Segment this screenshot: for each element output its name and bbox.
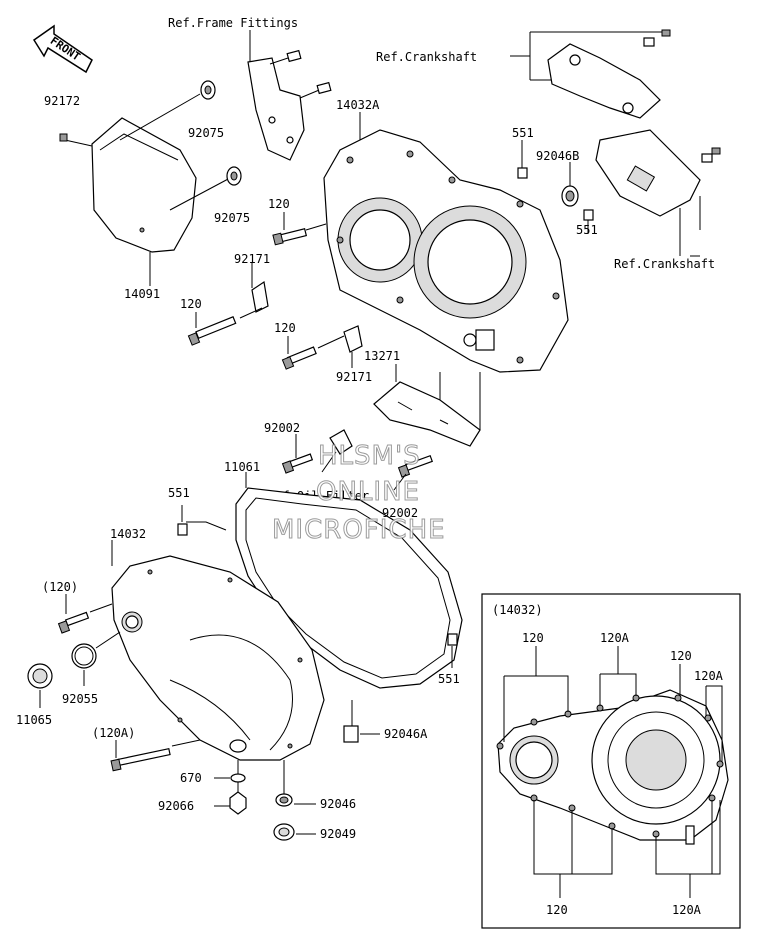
label-11065: 11065 [16,713,52,727]
ref-frame-fittings-label: Ref.Frame Fittings [168,16,298,30]
washer-670 [230,773,246,783]
ref-crankshaft-right-label: Ref.Crankshaft [614,257,715,271]
label-92046: 92046 [320,797,356,811]
label-92075-b: 92075 [214,211,250,225]
label-11061: 11061 [224,460,260,474]
filter-fitting [321,429,353,473]
label-92046B: 92046B [536,149,579,163]
grommet-92075-upper [200,80,216,100]
label-551-b: 551 [576,223,598,237]
cap-11065 [27,663,53,689]
label-551-c: 551 [168,486,190,500]
ref-crankshaft-top-label: Ref.Crankshaft [376,50,477,64]
bolt-92002-b [397,454,434,478]
label-92172: 92172 [44,94,80,108]
bolt-120-b [187,316,237,346]
label-92171-b: 92171 [336,370,372,384]
label-120-c: 120 [274,321,296,335]
inset-label-120A-a: 120A [600,631,630,645]
label-120A-paren: (120A) [92,726,135,740]
label-92046A: 92046A [384,727,428,741]
bolt-120-c [281,346,317,370]
bolt-92002-a [281,453,314,474]
clamp-92171-a [251,280,269,313]
crankshaft-ref-part-top [547,29,671,119]
front-arrow-icon: FRONT [32,24,93,74]
label-92066: 92066 [158,799,194,813]
bearing-92046B [561,185,579,207]
label-92002-a: 92002 [264,421,300,435]
label-13271: 13271 [364,349,400,363]
outer-cover-14091 [91,117,197,253]
dowel-551-right [583,209,594,221]
inset-label-120A-bottom: 120A [672,903,702,917]
dowel-551-upper [517,167,528,179]
clamp-92171-b [343,325,363,353]
label-92075-a: 92075 [188,126,224,140]
plate-13271 [373,381,481,447]
label-14032A: 14032A [336,98,380,112]
watermark: HLSM'S ONLINE MICROFICHE [272,441,446,546]
inset-label-120A-b: 120A [694,669,724,683]
drain-plug-92066 [229,791,247,815]
inner-cover-14032A [323,129,569,373]
label-14091: 14091 [124,287,160,301]
oil-seal-92049 [273,823,295,841]
label-92171-a: 92171 [234,252,270,266]
frame-fitting-bracket [247,49,332,161]
dowel-551-left [177,523,188,536]
inset-label-120-b: 120 [670,649,692,663]
bearing-92046 [275,793,293,807]
svg-text:HLSM'S: HLSM'S [318,441,421,471]
bolt-120A-long [110,747,171,772]
svg-text:ONLINE: ONLINE [316,477,420,507]
grommet-92075-lower [226,166,242,186]
crankshaft-ref-part-right [595,129,721,217]
label-14032: 14032 [110,527,146,541]
label-92055: 92055 [62,692,98,706]
inset-label-120-a: 120 [522,631,544,645]
label-670: 670 [180,771,202,785]
label-551-a: 551 [512,126,534,140]
svg-text:MICROFICHE: MICROFICHE [272,515,446,545]
bearing-92046A [343,725,359,743]
label-551-d: 551 [438,672,460,686]
inset-title: (14032) [492,603,543,617]
label-120-paren: (120) [42,580,78,594]
label-92002-b: 92002 [382,506,418,520]
dowel-551-lower-right [447,633,458,646]
label-120-b: 120 [180,297,202,311]
label-120-a: 120 [268,197,290,211]
clutch-cover-14032 [111,555,325,761]
o-ring-92055 [71,643,97,669]
label-92049: 92049 [320,827,356,841]
bolt-120-a [272,228,308,246]
inset-bolt-pattern: (14032) 120 120A 120 120A [481,593,741,929]
bolt-120-cover [57,611,90,634]
inset-label-120-bottom: 120 [546,903,568,917]
